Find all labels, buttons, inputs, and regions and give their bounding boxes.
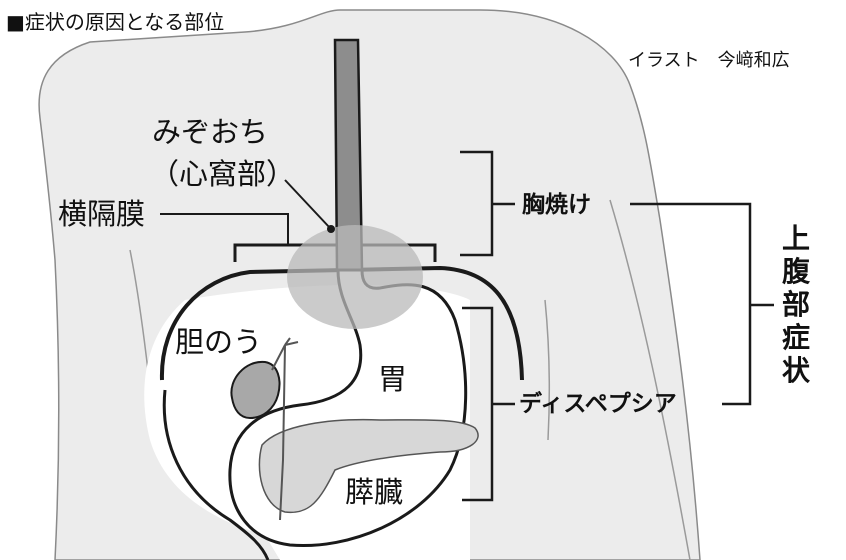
leader-line-oukakumaku [160, 213, 289, 245]
leader-line-mizoochi [284, 179, 331, 229]
label-pancreas: 膵臓 [345, 475, 404, 509]
label-oukakumaku: 横隔膜 [58, 197, 146, 231]
vertical-char: 部 [781, 288, 810, 321]
label-mizoochi: みぞおち [152, 115, 269, 149]
diaphragm-curve [159, 265, 524, 381]
epigastric-highlight [287, 225, 423, 329]
figure-title: ■症状の原因となる部位 [6, 10, 225, 34]
leader-dot-mizoochi [327, 225, 335, 233]
label-stomach: 胃 [378, 362, 408, 396]
vertical-char: 状 [781, 354, 810, 387]
cavity-left-outline [162, 389, 270, 560]
label-shinkabu: （心窩部） [150, 157, 296, 191]
pancreas [258, 418, 479, 514]
vertical-char: 症 [781, 321, 810, 354]
right-side-line [609, 199, 691, 560]
bile-duct [271, 337, 299, 521]
label-munayake: 胸焼け [522, 192, 591, 218]
vertical-char: 腹 [781, 255, 810, 288]
vertical-char: 上 [781, 222, 810, 255]
label-dyspepsia: ディスペプシア [519, 391, 677, 417]
label-upper-abdominal-symptoms: 上 腹 部 症 状 [780, 222, 812, 387]
label-tannou: 胆のう [175, 325, 263, 359]
illustration-credit: イラスト 今﨑和広 [628, 50, 790, 71]
gallbladder [230, 360, 281, 420]
right-arm-line [544, 299, 550, 441]
